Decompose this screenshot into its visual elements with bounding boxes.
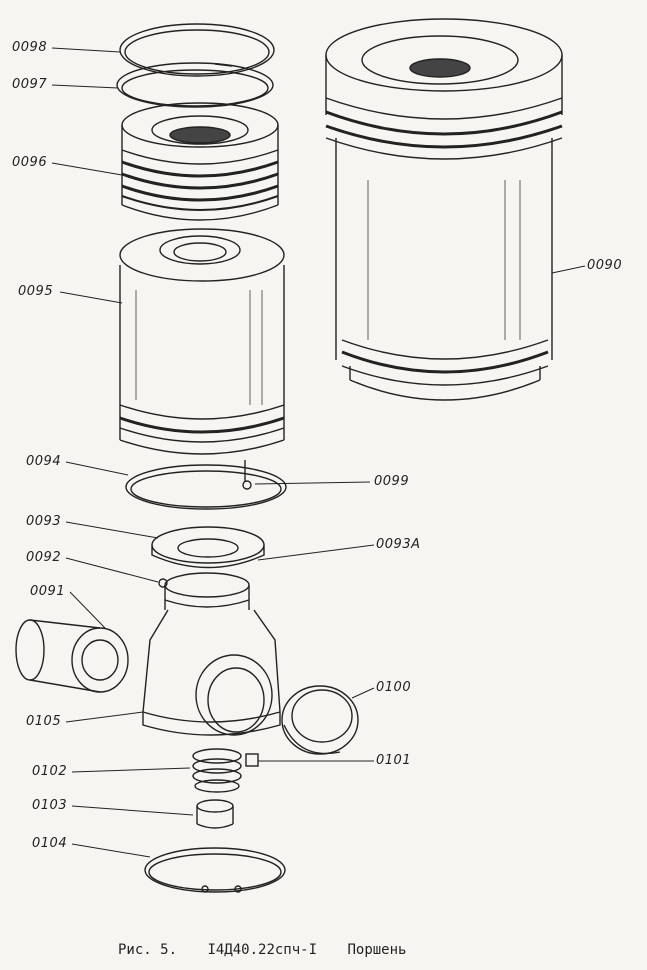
body-0105 (142, 609, 281, 736)
label-0100: 0100 (376, 680, 412, 695)
label-0101: 0101 (376, 753, 412, 768)
label-0090: 0090 (587, 258, 623, 273)
label-0098: 0098 (12, 40, 48, 55)
label-0093: 0093 (26, 514, 62, 529)
label-0095: 0095 (18, 284, 54, 299)
washer-0093 (151, 526, 265, 569)
label-0104: 0104 (32, 836, 68, 851)
sleeve-0103 (196, 799, 234, 829)
leader-lines (51, 47, 586, 858)
label-0099: 0099 (374, 474, 410, 489)
label-0102: 0102 (32, 764, 68, 779)
piston-crown-0096 (121, 102, 279, 221)
label-0105: 0105 (26, 714, 62, 729)
pin-0091 (15, 619, 129, 693)
screw-0101 (245, 753, 259, 767)
label-0103: 0103 (32, 798, 68, 813)
caption-title: Поршень (347, 942, 407, 958)
ring-0097 (116, 62, 274, 108)
ring-0094 (125, 460, 287, 510)
label-0091: 0091 (30, 584, 66, 599)
caption-fig: Рис. 5. (118, 942, 178, 958)
label-0092: 0092 (26, 550, 62, 565)
spring-0102 (192, 748, 242, 793)
circlip-0104 (144, 847, 286, 893)
label-0094: 0094 (26, 454, 62, 469)
figure-caption: Рис. 5. I4Д40.22спч-I Поршень (118, 942, 428, 958)
label-0096: 0096 (12, 155, 48, 170)
cylinder-liner-0090 (325, 18, 563, 401)
ring-0098 (119, 23, 275, 77)
connecting-rod-upper (158, 572, 250, 610)
bushing-0100 (281, 685, 359, 755)
caption-code: I4Д40.22спч-I (207, 942, 318, 958)
label-0093a: 0093A (376, 537, 421, 552)
label-0097: 0097 (12, 77, 48, 92)
piston-skirt-0095 (119, 228, 285, 455)
